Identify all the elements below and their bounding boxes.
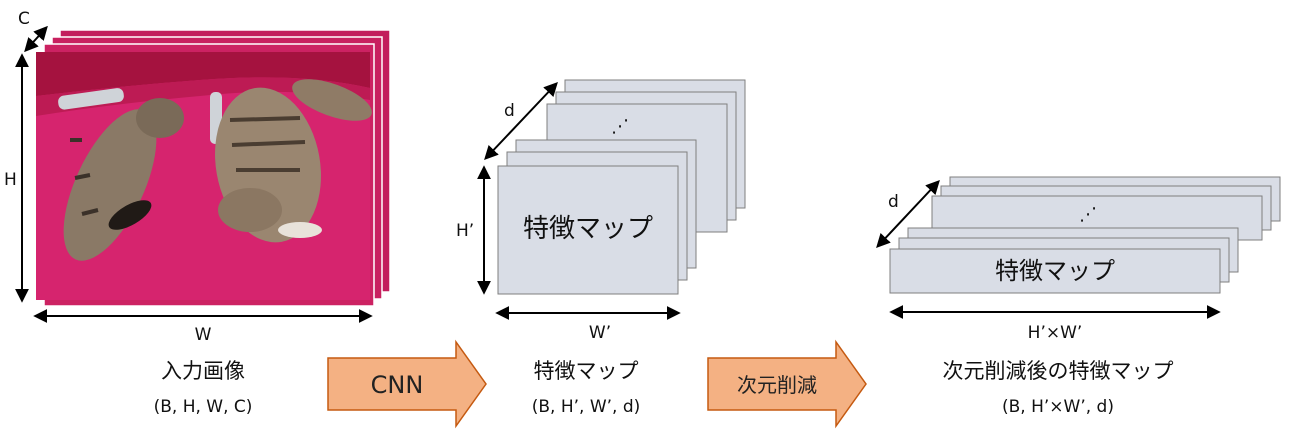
input-shape: (B, H, W, C) xyxy=(154,397,253,417)
feature-dim-w-label: W’ xyxy=(589,323,611,343)
reduced-feature-map-stack: ⋰ 特徴マップ d H’×W’ 次元削減後の特徴マップ (B, H’×W’, d… xyxy=(876,176,1281,417)
cnn-arrow-label: CNN xyxy=(371,371,424,399)
feature-front-card xyxy=(497,165,679,295)
feature-ellipsis: ⋰ xyxy=(611,116,629,137)
feature-dim-h-label: H’ xyxy=(456,221,474,241)
reduction-arrow-label: 次元削減 xyxy=(737,373,817,397)
feature-dim-d-label: d xyxy=(504,101,515,121)
feature-title: 特徴マップ xyxy=(534,359,639,383)
input-dim-h-label: H xyxy=(4,170,17,190)
feature-map-stack: ⋰ 特徴マップ d H’ W’ 特徴マップ (B, H’, W’, d) xyxy=(456,79,746,417)
input-dim-w-label: W xyxy=(195,325,212,345)
reduced-dim-hw-label: H’×W’ xyxy=(1028,323,1083,343)
cnn-arrow: CNN xyxy=(327,339,487,429)
reduced-front-card xyxy=(889,248,1221,294)
reduced-title: 次元削減後の特徴マップ xyxy=(943,359,1174,383)
input-dim-c-label: C xyxy=(18,9,30,29)
reduced-ellipsis: ⋰ xyxy=(1079,204,1097,225)
feature-shape: (B, H’, W’, d) xyxy=(532,397,641,417)
feature-card-label: 特徴マップ xyxy=(523,214,653,244)
reduced-dim-d-label: d xyxy=(888,192,899,212)
input-image-photo xyxy=(36,52,372,300)
input-title: 入力画像 xyxy=(161,359,245,383)
input-image-stack: C H W 入力画像 (B, H, W, C) xyxy=(4,9,391,417)
reduced-shape: (B, H’×W’, d) xyxy=(1002,397,1114,417)
reduction-arrow: 次元削減 xyxy=(707,339,867,429)
reduced-card-label: 特徴マップ xyxy=(995,257,1115,285)
